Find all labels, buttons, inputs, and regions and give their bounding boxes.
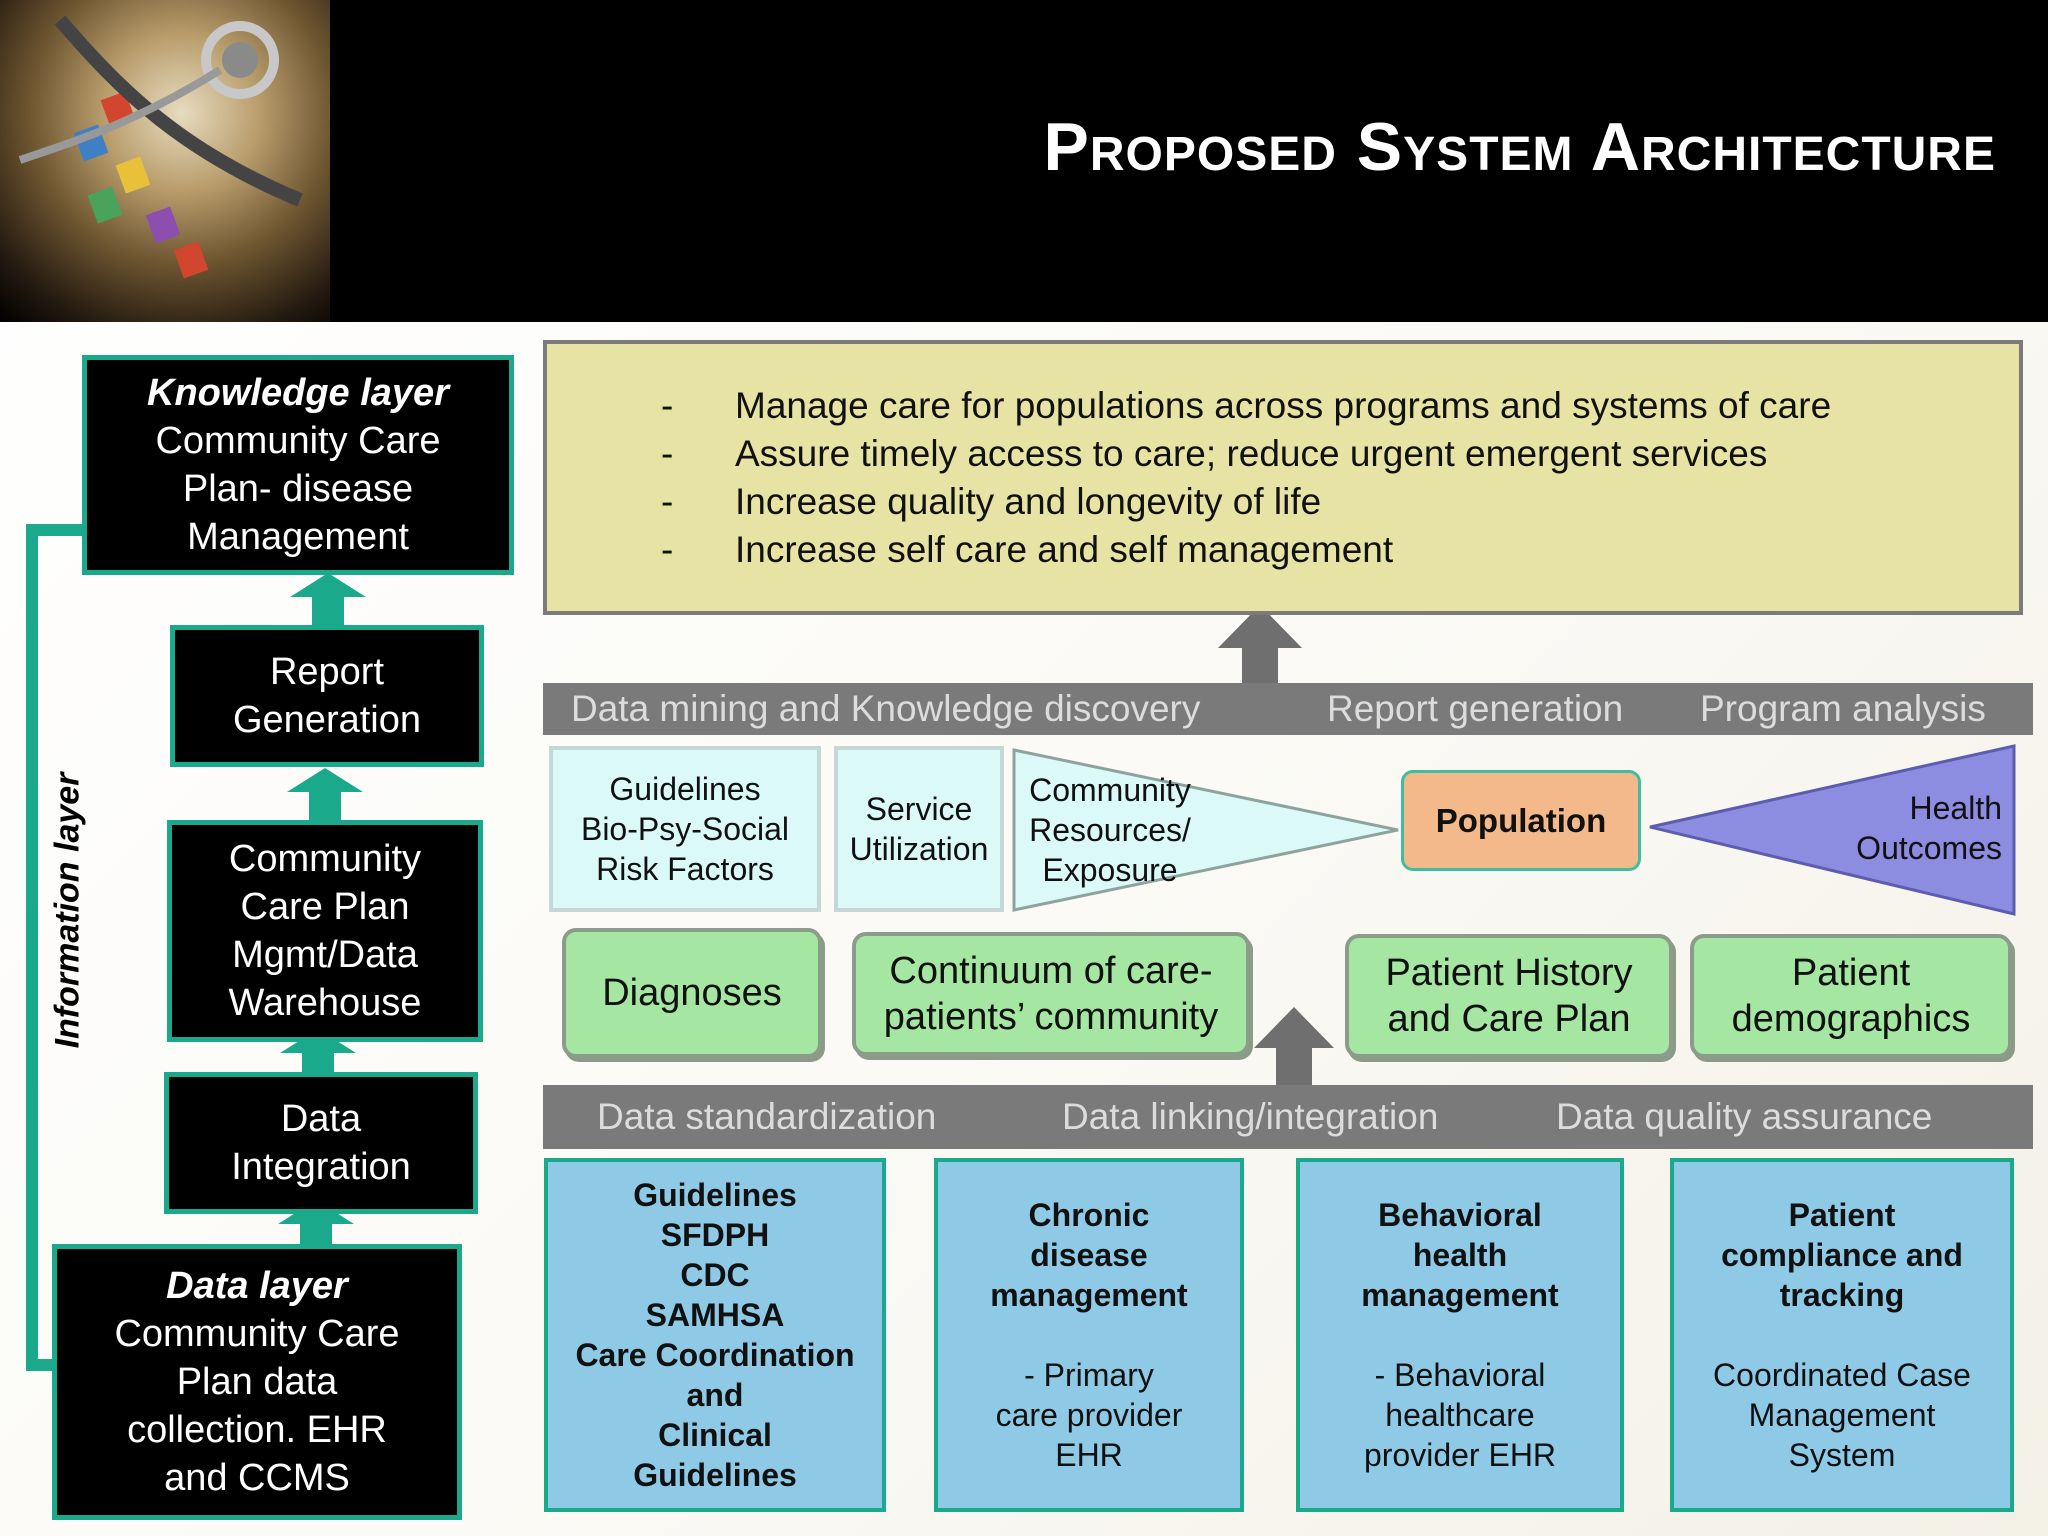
source-note: - Behavioral healthcare provider EHR bbox=[1363, 1357, 1557, 1473]
up-arrow-to-report bbox=[287, 768, 363, 822]
source-title: Patient compliance and tracking bbox=[1721, 1197, 1963, 1313]
report-generation-box: Report Generation bbox=[170, 625, 484, 767]
up-arrow-to-goals bbox=[1218, 605, 1302, 688]
goal-item: -Assure timely access to care; reduce ur… bbox=[661, 433, 1768, 474]
source-title: Behavioral health management bbox=[1361, 1197, 1559, 1313]
guidelines-risk-factors-card: Guidelines Bio-Psy-Social Risk Factors bbox=[549, 746, 821, 912]
up-arrow-to-patient-data bbox=[1254, 1007, 1334, 1088]
diagnoses-card: Diagnoses bbox=[562, 928, 822, 1058]
band-label: Data standardization bbox=[597, 1096, 937, 1137]
behavioral-health-source-box: Behavioral health management - Behaviora… bbox=[1296, 1158, 1624, 1512]
data-layer-text: Community Care Plan data collection. EHR… bbox=[114, 1313, 400, 1499]
data-processing-band: Data standardization Data linking/integr… bbox=[543, 1085, 2033, 1149]
health-outcomes-triangle bbox=[1649, 744, 2016, 916]
goal-item: -Manage care for populations across prog… bbox=[661, 385, 1832, 426]
report-generation-label: Report Generation bbox=[232, 651, 421, 741]
header-stethoscope-image bbox=[0, 0, 330, 322]
source-note: Coordinated Case Management System bbox=[1713, 1357, 1971, 1473]
band-label: Data linking/integration bbox=[1062, 1096, 1439, 1137]
community-resources-label: Community Resources/ Exposure bbox=[1029, 772, 1191, 888]
knowledge-discovery-band: Data mining and Knowledge discovery Repo… bbox=[543, 683, 2033, 735]
service-utilization-card: Service Utilization bbox=[834, 746, 1004, 912]
band-label: Data mining and Knowledge discovery bbox=[571, 688, 1201, 729]
data-layer-box: Data layer Community Care Plan data coll… bbox=[52, 1244, 462, 1520]
goals-list: -Manage care for populations across prog… bbox=[661, 382, 2019, 574]
data-layer-heading: Data layer bbox=[166, 1265, 348, 1307]
page-title: Proposed System Architecture bbox=[1043, 109, 1996, 185]
data-integration-box: Data Integration bbox=[164, 1072, 478, 1214]
up-arrow-to-knowledge bbox=[290, 573, 366, 625]
source-title: Chronic disease management bbox=[990, 1197, 1188, 1313]
header-bar bbox=[0, 0, 2048, 322]
knowledge-layer-heading: Knowledge layer bbox=[147, 372, 449, 414]
patient-history-card: Patient History and Care Plan bbox=[1345, 934, 1673, 1058]
patient-demographics-card: Patient demographics bbox=[1690, 934, 2012, 1058]
source-note: - Primary care provider EHR bbox=[995, 1357, 1183, 1473]
band-label: Data quality assurance bbox=[1556, 1096, 1933, 1137]
goals-box: -Manage care for populations across prog… bbox=[543, 340, 2023, 615]
information-layer-label: Information layer bbox=[48, 772, 87, 1048]
care-plan-warehouse-label: Community Care Plan Mgmt/Data Warehouse bbox=[228, 838, 422, 1024]
goal-item: -Increase quality and longevity of life bbox=[661, 481, 1322, 522]
goal-item: -Increase self care and self management bbox=[661, 529, 1394, 570]
guidelines-source-box: Guidelines SFDPH CDC SAMHSA Care Coordin… bbox=[544, 1158, 886, 1512]
source-title: Guidelines SFDPH CDC SAMHSA Care Coordin… bbox=[575, 1177, 855, 1493]
community-resources-triangle bbox=[1012, 748, 1399, 912]
population-box: Population bbox=[1401, 770, 1641, 871]
band-label: Program analysis bbox=[1700, 688, 1986, 729]
care-plan-warehouse-box: Community Care Plan Mgmt/Data Warehouse bbox=[167, 820, 483, 1042]
knowledge-layer-box: Knowledge layer Community Care Plan- dis… bbox=[82, 355, 514, 575]
chronic-disease-source-box: Chronic disease management - Primary car… bbox=[934, 1158, 1244, 1512]
health-outcomes-label: Health Outcomes bbox=[1856, 790, 2002, 866]
band-label: Report generation bbox=[1327, 688, 1624, 729]
data-integration-label: Data Integration bbox=[231, 1098, 411, 1188]
knowledge-layer-text: Community Care Plan- disease Management bbox=[155, 420, 441, 558]
patient-compliance-source-box: Patient compliance and tracking Coordina… bbox=[1670, 1158, 2014, 1512]
continuum-of-care-card: Continuum of care- patients’ community bbox=[852, 932, 1250, 1056]
